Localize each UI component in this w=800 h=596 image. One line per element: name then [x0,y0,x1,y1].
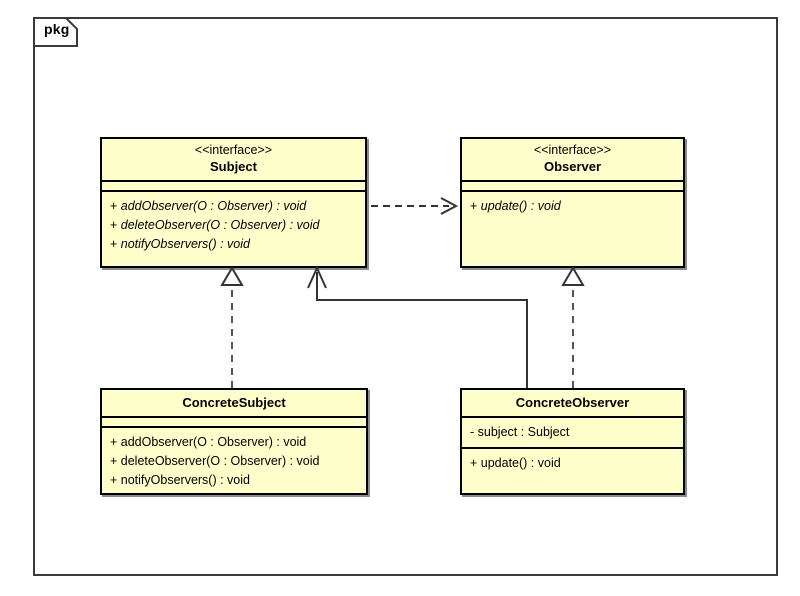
divider [462,416,683,418]
divider [102,416,366,418]
class-name-concretesubject: ConcreteSubject [182,395,286,410]
attributes-compartment-observer [462,182,683,190]
package-frame [33,17,778,576]
operation-item: + update() : void [470,199,561,213]
operation-item: + update() : void [470,456,561,470]
operation-item: + notifyObservers() : void [110,473,250,487]
operations-compartment-concretesubject: + addObserver(O : Observer) : void + del… [102,428,366,495]
operations-compartment-concreteobserver: + update() : void [462,449,683,489]
class-box-observer[interactable]: <<interface>> Observer + update() : void [460,137,685,268]
attributes-compartment-concretesubject [102,418,366,426]
divider [462,190,683,192]
package-tab-icon [33,17,78,47]
divider [102,180,365,182]
stereotype-subject: <<interface>> [194,143,273,157]
operation-item: + deleteObserver(O : Observer) : void [110,454,320,468]
operation-item: + addObserver(O : Observer) : void [110,435,307,449]
operations-compartment-subject: + addObserver(O : Observer) : void + del… [102,192,365,259]
operation-item: + notifyObservers() : void [110,237,250,251]
attribute-item: - subject : Subject [470,425,570,439]
class-name-concreteobserver: ConcreteObserver [515,395,630,410]
class-name-compartment-observer: <<interface>> Observer [462,139,683,180]
divider [102,426,366,428]
attributes-compartment-concreteobserver: - subject : Subject [462,418,683,447]
class-name-compartment-concretesubject: ConcreteSubject [102,390,366,416]
stereotype-observer: <<interface>> [533,143,612,157]
class-box-subject[interactable]: <<interface>> Subject + addObserver(O : … [100,137,367,268]
divider [462,447,683,449]
class-box-concretesubject[interactable]: ConcreteSubject + addObserver(O : Observ… [100,388,368,495]
divider [102,190,365,192]
divider [462,180,683,182]
package-label: pkg [44,21,70,37]
class-name-compartment-subject: <<interface>> Subject [102,139,365,180]
class-box-concreteobserver[interactable]: ConcreteObserver - subject : Subject + u… [460,388,685,495]
class-name-compartment-concreteobserver: ConcreteObserver [462,390,683,416]
attributes-compartment-subject [102,182,365,190]
operation-item: + deleteObserver(O : Observer) : void [110,218,320,232]
operation-item: + addObserver(O : Observer) : void [110,199,307,213]
class-name-observer: Observer [543,159,602,174]
class-name-subject: Subject [210,159,257,174]
operations-compartment-observer: + update() : void [462,192,683,244]
